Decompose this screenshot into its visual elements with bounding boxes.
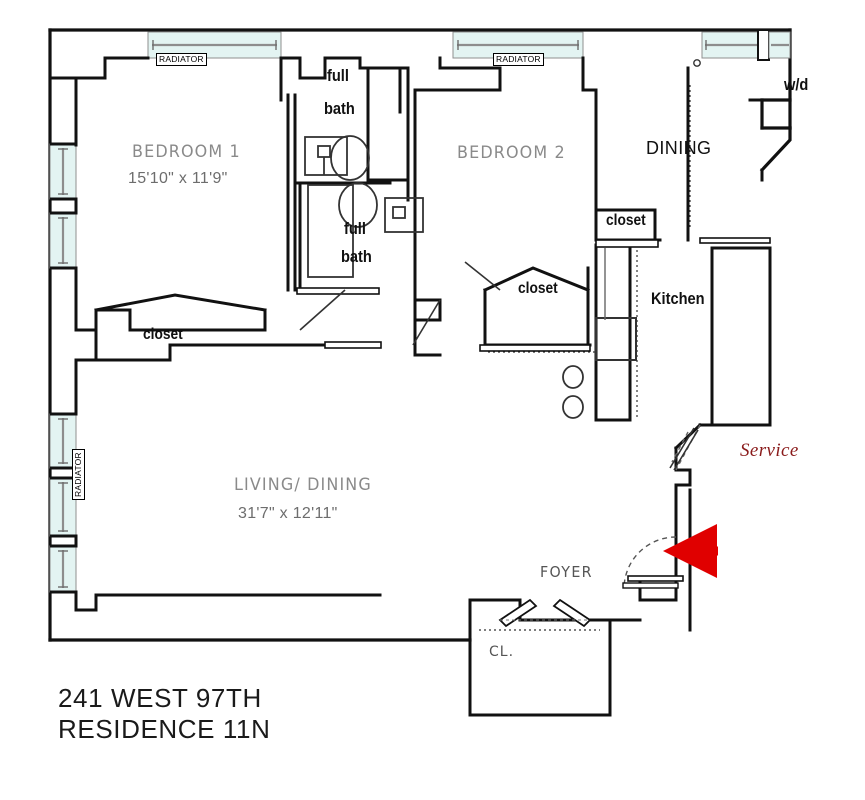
interior-walls [48, 56, 792, 717]
window-left-living-2 [49, 477, 77, 537]
radiator-tag-left-wall: RADIATOR [72, 449, 85, 500]
window-left-upper-2 [49, 212, 77, 269]
apartment-outline [48, 28, 792, 642]
title-line-2: RESIDENCE 11N [58, 714, 271, 744]
window-left-living-3 [49, 545, 77, 593]
radiator-tag-top-right: RADIATOR [493, 53, 544, 66]
bathroom-upper-fixtures [304, 135, 370, 181]
radiator-tag-top-left: RADIATOR [156, 53, 207, 66]
door-leaves [296, 237, 771, 582]
title-line-1: 241 WEST 97TH [58, 683, 262, 713]
bathroom-lower-fixtures [307, 182, 424, 278]
dashed-construction-lines [479, 85, 691, 631]
wall-breaks [50, 142, 76, 594]
kitchen-fixtures [562, 248, 637, 419]
entry-door-leaf [622, 582, 679, 589]
window-top-wd [768, 31, 791, 59]
window-left-living-1 [49, 413, 77, 469]
window-top-bedroom2 [452, 31, 584, 59]
service-door-leaf [669, 427, 699, 471]
foyer-closet-doors [498, 598, 592, 628]
window-left-upper [49, 143, 77, 200]
dining-detail [693, 59, 701, 67]
window-top-dining [701, 29, 770, 61]
door-swings [299, 261, 501, 346]
